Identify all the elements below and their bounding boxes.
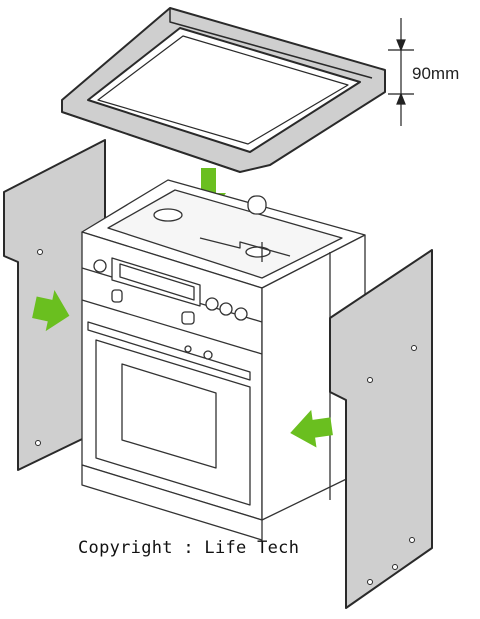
arrow-left-icon [290,409,333,448]
right-side-panel [329,249,433,609]
dimension-marker [388,18,414,126]
dimension-label: 90mm [412,64,460,83]
copyright-text: Copyright : Life Tech [78,538,300,558]
arrow-right-icon [32,290,70,332]
top-frame [61,7,386,173]
oven-unit [81,179,366,541]
